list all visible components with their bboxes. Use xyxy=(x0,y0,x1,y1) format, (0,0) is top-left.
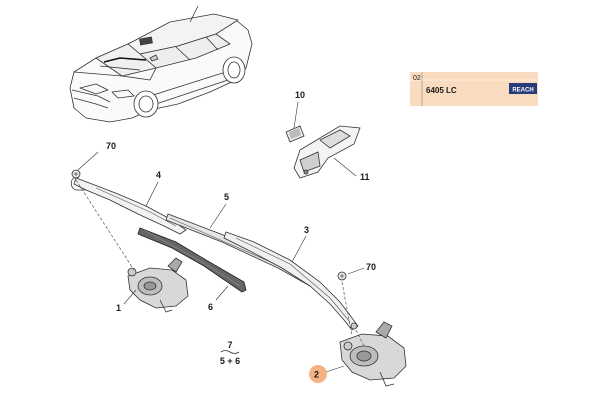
wiper-motor-part-2 xyxy=(339,321,407,387)
reference-number: 6405 LC xyxy=(426,86,457,95)
callout-p1: 1 xyxy=(116,303,121,313)
reach-badge-label: REACH xyxy=(512,88,533,94)
kit-formula: 5 + 6 xyxy=(220,356,240,366)
kit-brace xyxy=(220,350,240,354)
nut-part-70-right xyxy=(337,271,347,281)
wiper-arm-part-3 xyxy=(223,231,359,331)
callout-p11: 11 xyxy=(360,172,370,182)
callout-p70b: 70 xyxy=(366,262,376,272)
callout-p10: 10 xyxy=(295,90,305,100)
kit-7-formula: 7 5 + 6 xyxy=(220,340,240,366)
callout-p6: 6 xyxy=(208,302,213,312)
wiper-motor-part-1 xyxy=(127,257,189,313)
wiper-arm-part-4 xyxy=(70,177,187,235)
wiper-rubber-part-6 xyxy=(137,227,247,293)
callout-p7: 7 xyxy=(227,340,232,350)
info-panel-code: 02 xyxy=(413,75,421,82)
seal-pad-part-10 xyxy=(285,125,305,143)
callout-p3: 3 xyxy=(304,225,309,235)
highlight-marker xyxy=(309,365,327,383)
car-illustration xyxy=(69,5,253,123)
cowl-cover-part-11 xyxy=(293,125,361,179)
reach-badge xyxy=(509,83,537,94)
callout-p70a: 70 xyxy=(106,141,116,151)
callouts: 70 4 5 3 70 1 6 10 11 2 7 5 + 6 xyxy=(106,90,376,380)
info-panel: 02 6405 LC REACH xyxy=(410,72,538,106)
nut-part-70-left xyxy=(71,169,81,179)
leader-lines xyxy=(77,101,365,373)
callout-p2: 2 xyxy=(314,370,319,380)
callout-p4: 4 xyxy=(156,170,161,180)
assembly-lines xyxy=(75,179,365,347)
callout-p5: 5 xyxy=(224,192,229,202)
